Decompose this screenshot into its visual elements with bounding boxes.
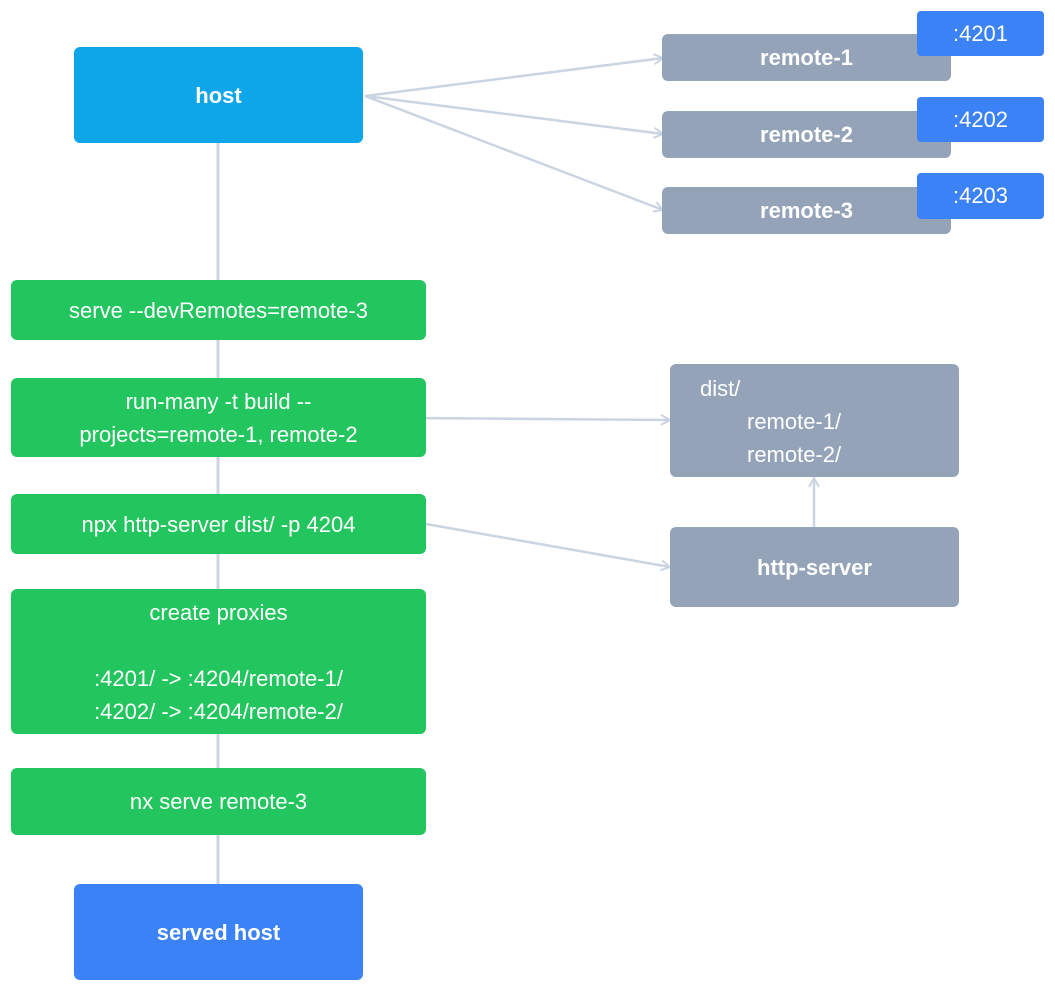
remote-2-port-badge: :4202 [917, 97, 1044, 142]
create-proxies-step: create proxies :4201/ -> :4204/remote-1/… [11, 589, 426, 734]
arrow-host-to-remote-3 [364, 94, 663, 210]
arrow-build-to-dist [415, 418, 670, 420]
dist-root-label: dist/ [700, 376, 741, 401]
remote-3-label: remote-3 [760, 198, 853, 223]
proxy-rule-1: :4201/ -> :4204/remote-1/ [94, 665, 343, 691]
http-server-command-label: npx http-server dist/ -p 4204 [81, 511, 356, 537]
nx-serve-remote-3-step: nx serve remote-3 [11, 768, 426, 835]
remote-1-label: remote-1 [760, 45, 853, 70]
http-server-command-step: npx http-server dist/ -p 4204 [11, 494, 426, 554]
serve-step-label: serve --devRemotes=remote-3 [69, 297, 368, 323]
remote-2-label: remote-2 [760, 122, 853, 147]
run-many-line-2: projects=remote-1, remote-2 [79, 421, 358, 447]
host-label: host [195, 82, 242, 108]
arrow-http-cmd-to-http-server [425, 522, 670, 567]
serve-dev-remotes-step: serve --devRemotes=remote-3 [11, 280, 426, 340]
arrow-host-to-remote-1 [364, 58, 663, 98]
remote-1-port: :4201 [952, 20, 1009, 46]
create-proxies-title: create proxies [149, 599, 288, 625]
http-server-node: http-server [670, 527, 959, 607]
run-many-build-step: run-many -t build -- projects=remote-1, … [11, 378, 426, 457]
remote-3-node: remote-3 [662, 187, 951, 234]
dist-folder-node: dist/ remote-1/ remote-2/ [670, 364, 959, 477]
proxy-rule-2: :4202/ -> :4204/remote-2/ [94, 698, 343, 724]
run-many-line-1: run-many -t build -- [125, 388, 312, 414]
remote-3-port: :4203 [952, 183, 1009, 208]
arrow-host-to-remote-2 [364, 94, 663, 134]
served-host-node: served host [74, 884, 363, 980]
host-node: host [74, 47, 363, 143]
remote-1-port-badge: :4201 [917, 11, 1044, 56]
remote-2-port: :4202 [952, 106, 1009, 132]
dist-remote-1-label: remote-1/ [747, 409, 842, 434]
nx-serve-label: nx serve remote-3 [129, 789, 308, 814]
served-host-label: served host [156, 919, 281, 945]
dist-remote-2-label: remote-2/ [747, 442, 842, 467]
remote-1-node: remote-1 [662, 34, 951, 81]
http-server-label: http-server [757, 554, 872, 580]
remote-2-node: remote-2 [662, 111, 951, 158]
remote-3-port-badge: :4203 [917, 173, 1044, 219]
